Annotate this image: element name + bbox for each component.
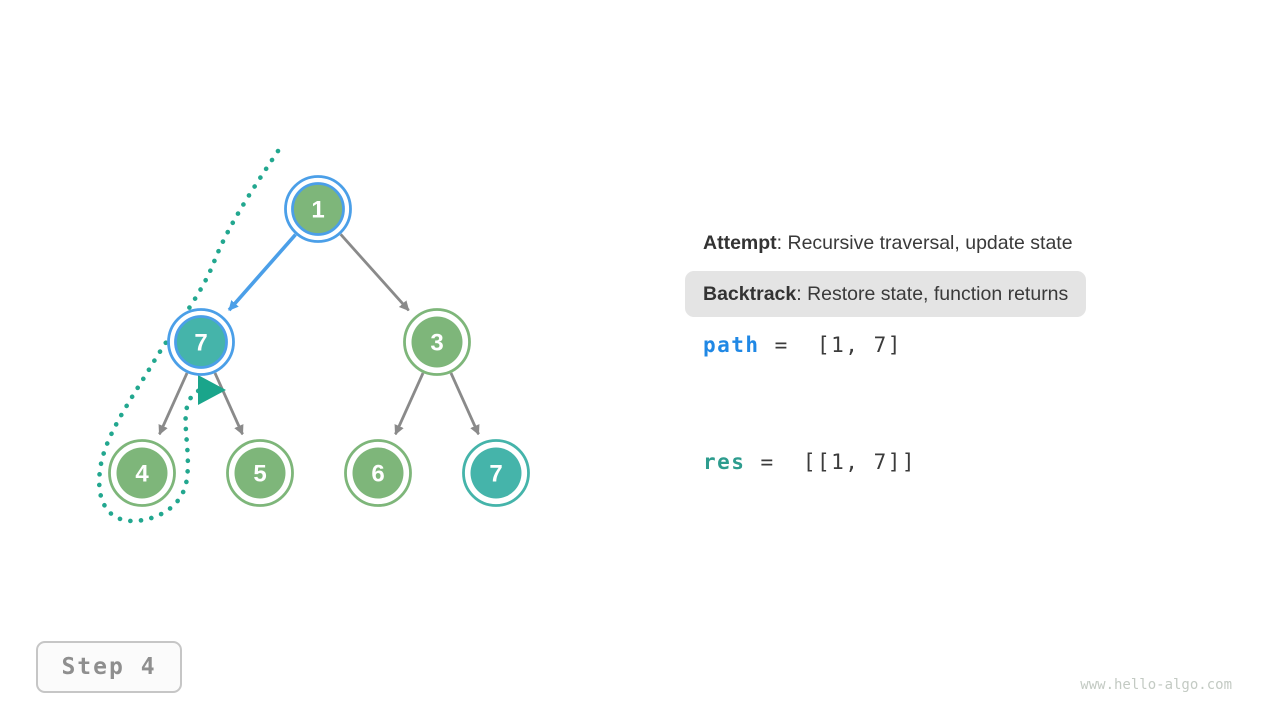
tree-node-value: 5 [253, 461, 266, 488]
attempt-legend: Attempt: Recursive traversal, update sta… [703, 232, 1073, 255]
tree-node-value: 7 [194, 330, 207, 357]
site-watermark: www.hello-algo.com [1080, 677, 1232, 693]
tree-node-n5: 5 [226, 439, 294, 507]
step-indicator: Step 4 [36, 641, 182, 693]
tree-node-n3: 3 [403, 308, 471, 376]
tree-node-n1: 1 [284, 175, 352, 243]
tree-node-n7l: 7 [167, 308, 235, 376]
tree-node-value: 6 [371, 461, 384, 488]
tree-edge-n1-n7l [227, 233, 297, 312]
tree-edge-n1-n3 [339, 233, 410, 312]
backtrack-desc: : Restore state, function returns [796, 283, 1069, 305]
tree-node-n7r: 7 [462, 439, 530, 507]
tree-node-value: 3 [430, 330, 443, 357]
res-variable: res [703, 450, 746, 474]
backtrack-term: Backtrack [703, 283, 797, 305]
path-state-line: path = [1, 7] [703, 333, 902, 357]
tree-edge-n3-n6 [394, 372, 425, 436]
res-value: = [[1, 7]] [760, 450, 917, 474]
backtrack-trace-dotted-path [96, 148, 281, 524]
attempt-term: Attempt [703, 232, 777, 254]
tree-node-value: 7 [489, 461, 502, 488]
tree-node-n6: 6 [344, 439, 412, 507]
tree-edge-n7l-n5 [213, 372, 244, 436]
attempt-desc: : Recursive traversal, update state [776, 232, 1073, 254]
tree-edge-n7l-n4 [158, 372, 189, 436]
step-label: Step 4 [61, 654, 157, 680]
tree-node-n4: 4 [108, 439, 176, 507]
res-state-line: res = [[1, 7]] [703, 450, 916, 474]
tree-node-value: 4 [135, 461, 149, 488]
current-position-marker-icon [198, 375, 226, 405]
path-variable: path [703, 333, 760, 357]
path-value: = [1, 7] [774, 333, 902, 357]
tree-edge-n3-n7r [449, 372, 480, 436]
tree-node-value: 1 [311, 197, 324, 224]
backtrack-legend-highlight: Backtrack: Restore state, function retur… [685, 271, 1087, 317]
